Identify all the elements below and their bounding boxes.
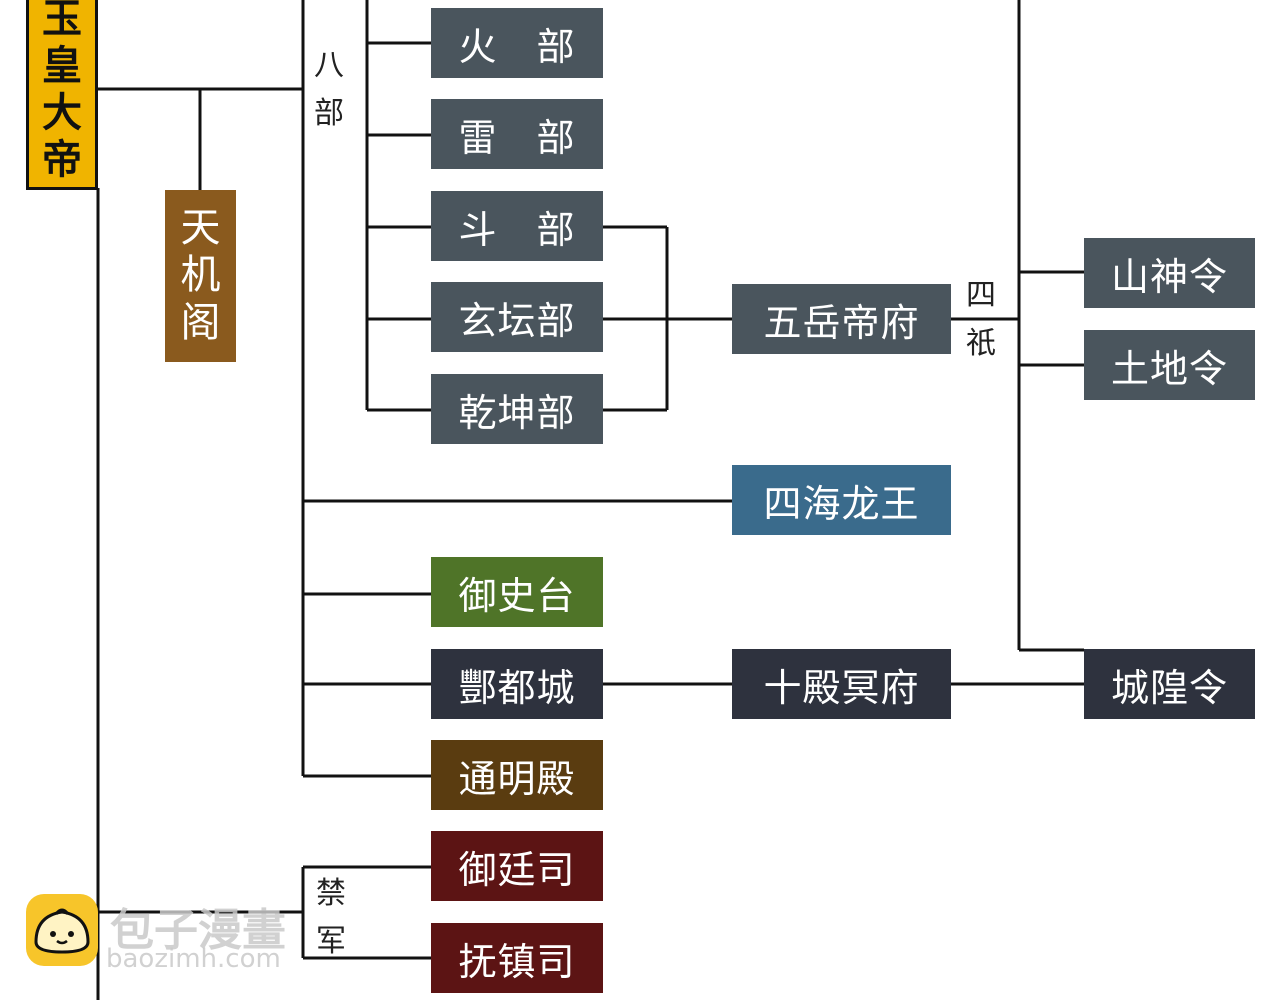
label-char: 军 (316, 924, 346, 959)
node-char: 阁 (180, 299, 221, 346)
bun-logo-icon (26, 894, 98, 966)
node-yuting-office: 御廷司 (431, 831, 603, 901)
node-char: 皇 (42, 42, 82, 89)
node-dou-dept: 斗 部 (431, 191, 603, 261)
label-imperial-guard: 禁 军 (316, 870, 346, 966)
node-xuantan-dept: 玄坛部 (431, 282, 603, 352)
node-char: 机 (180, 252, 221, 299)
node-tongming-hall: 通明殿 (431, 740, 603, 810)
node-qiankun-dept: 乾坤部 (431, 374, 603, 444)
node-char: 天 (180, 205, 221, 252)
node-wuyue-palace: 五岳帝府 (732, 284, 951, 354)
watermark-url: baozimh.com (106, 944, 281, 974)
node-char: 玉 (42, 0, 82, 42)
node-fuzhen-office: 抚镇司 (431, 923, 603, 993)
node-city-god: 城隍令 (1084, 649, 1255, 719)
node-censorate: 御史台 (431, 557, 603, 627)
label-char: 部 (314, 96, 344, 131)
node-jade-emperor: 玉 皇 大 帝 (26, 0, 98, 190)
label-four-deities: 四 祇 (966, 272, 996, 368)
label-char: 祇 (966, 326, 996, 361)
label-char: 禁 (316, 876, 346, 911)
node-char: 帝 (42, 137, 82, 184)
label-char: 八 (314, 48, 344, 83)
node-fengdu-city: 酆都城 (431, 649, 603, 719)
node-tianji-pavilion: 天 机 阁 (165, 190, 236, 362)
node-mountain-god: 山神令 (1084, 238, 1255, 308)
node-fire-dept: 火 部 (431, 8, 603, 78)
label-char: 四 (966, 278, 996, 313)
watermark-name: 包子漫畫 (110, 905, 286, 956)
node-char: 大 (42, 90, 82, 136)
node-dragon-kings: 四海龙王 (732, 465, 951, 535)
watermark: 包子漫畫 baozimh.com (26, 894, 326, 984)
node-earth-god: 土地令 (1084, 330, 1255, 400)
node-ten-halls: 十殿冥府 (732, 649, 951, 719)
label-eight-depts: 八 部 (314, 42, 344, 138)
node-thunder-dept: 雷 部 (431, 99, 603, 169)
